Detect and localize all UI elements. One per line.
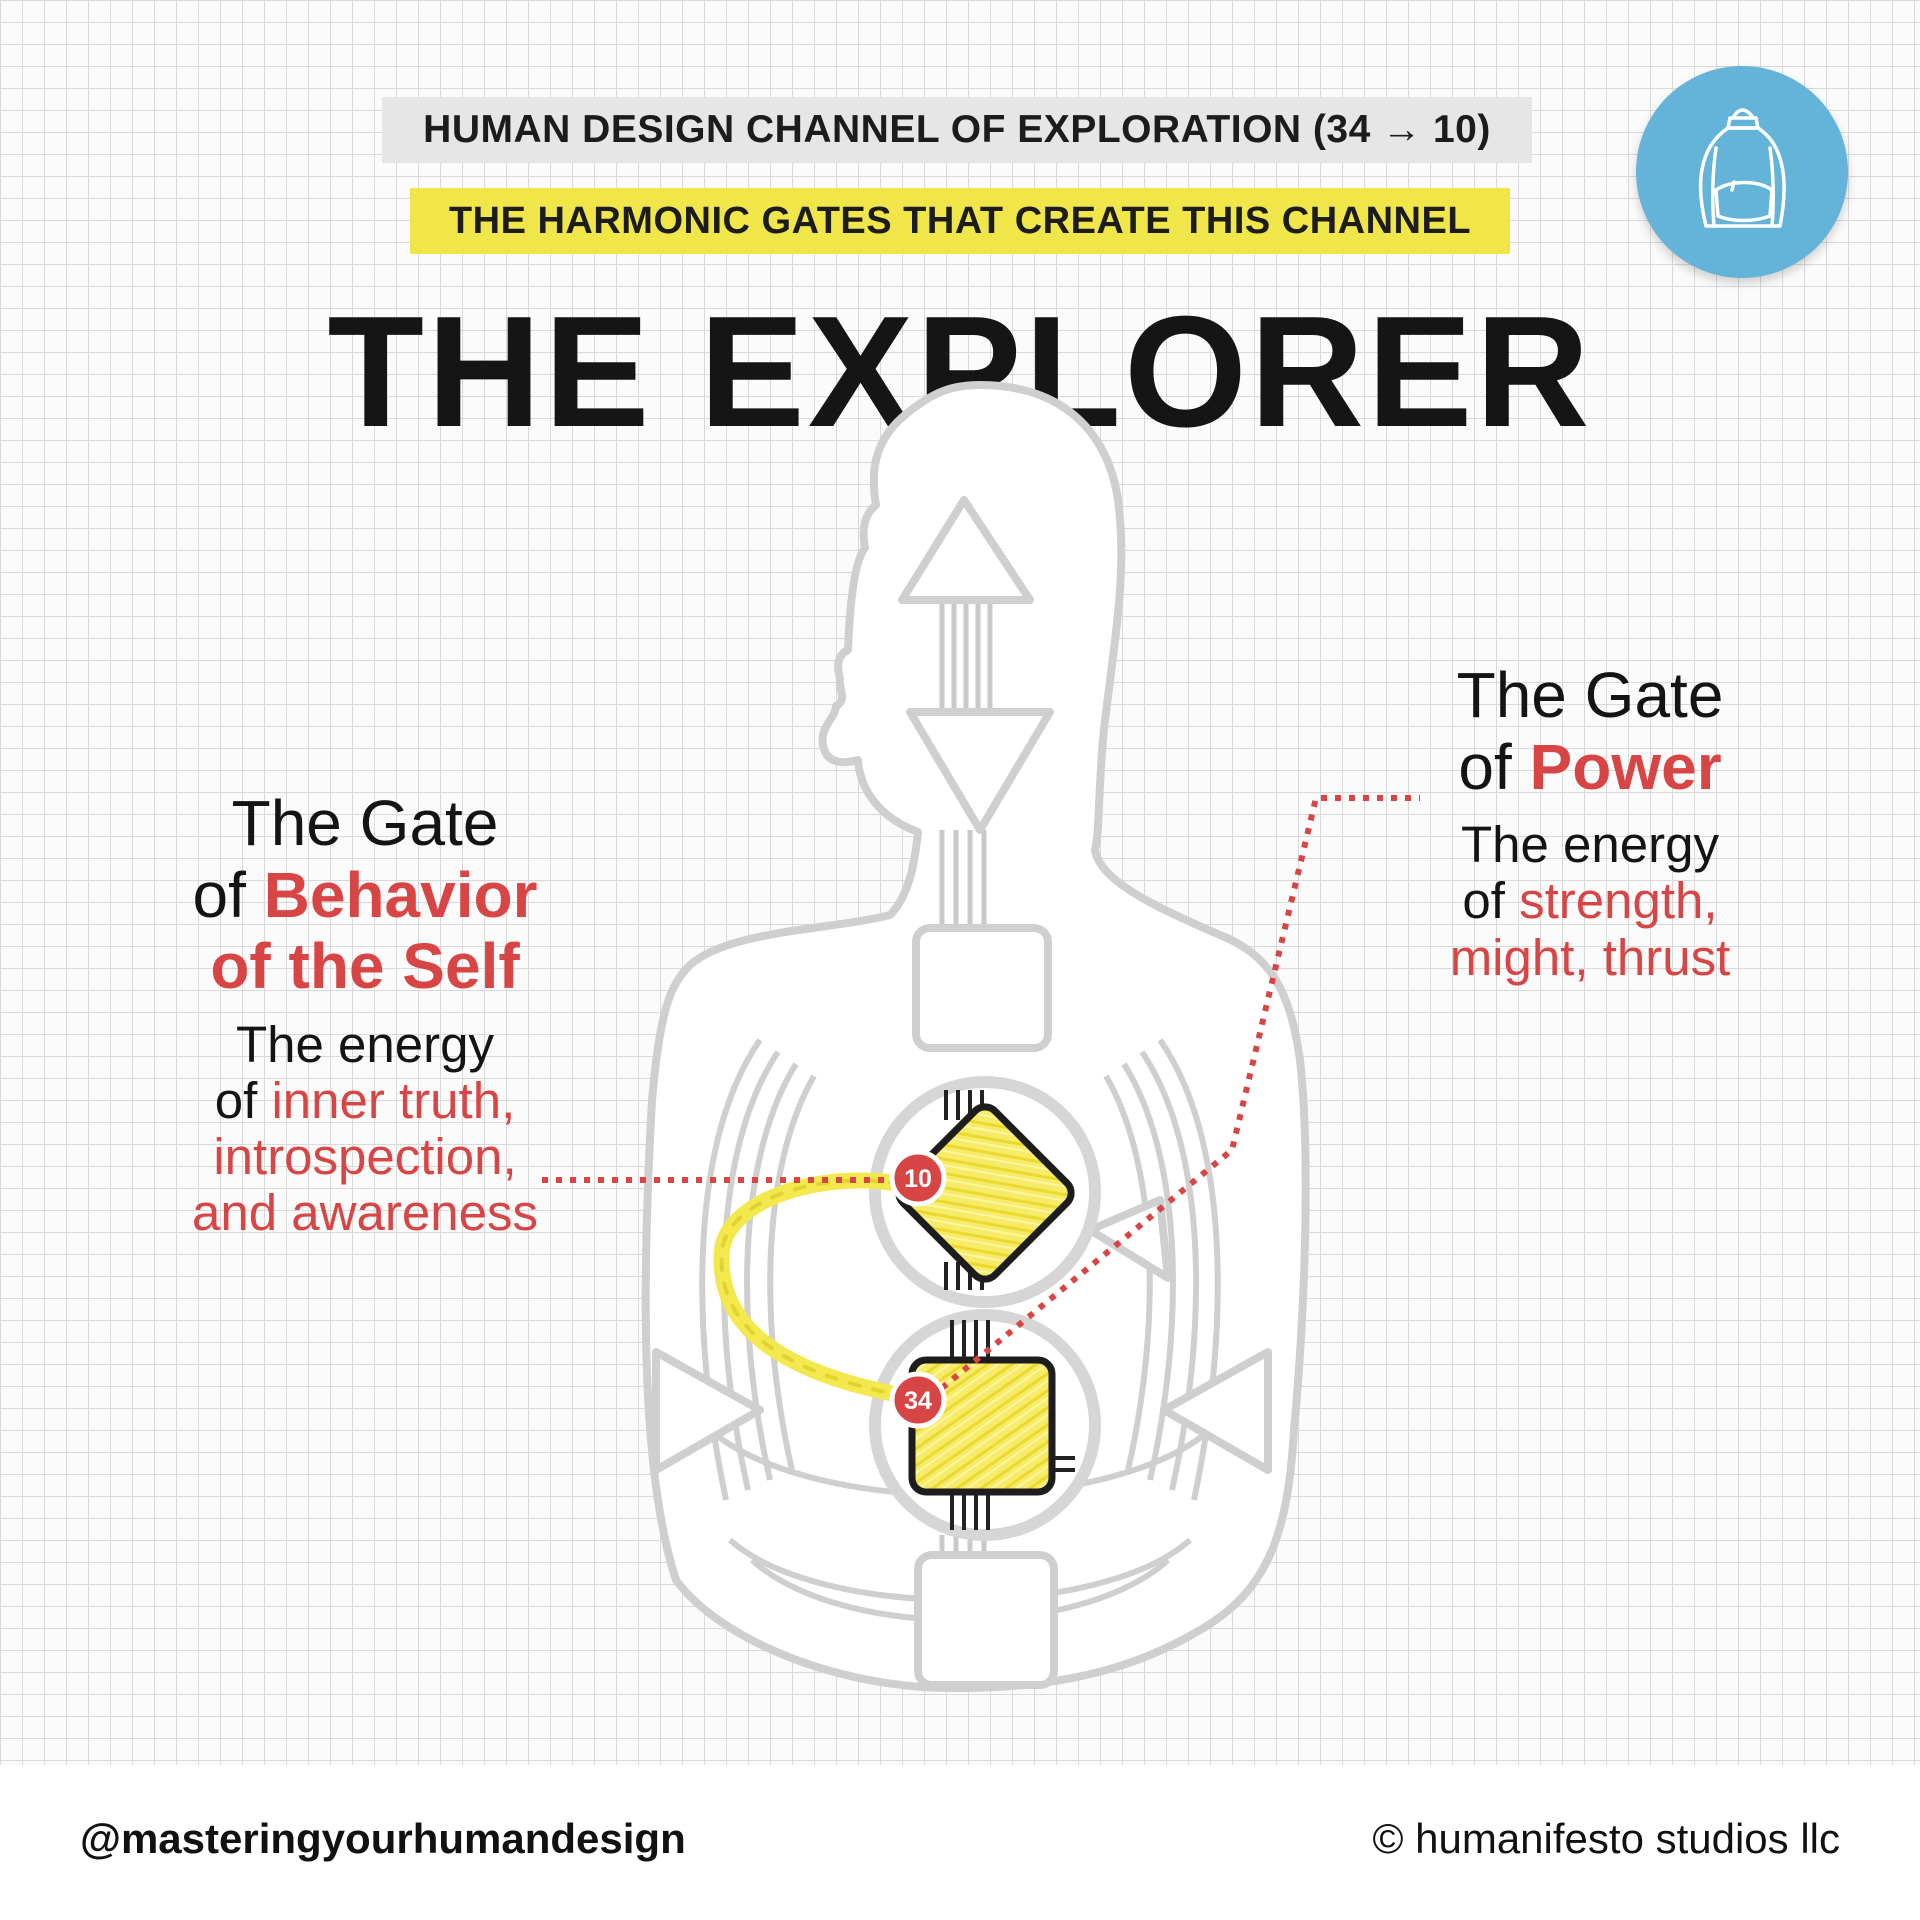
backpack-icon <box>1698 108 1786 228</box>
throat-center <box>912 924 1052 1052</box>
gate-34-name-line: of Power <box>1458 730 1722 803</box>
gate-34-number: 34 <box>904 1387 932 1415</box>
spleen-center <box>652 1348 764 1474</box>
harmonic-gates-banner: THE HARMONIC GATES THAT CREATE THIS CHAN… <box>410 188 1510 254</box>
gate-34-description: The Gate of Power The energy of strength… <box>1425 659 1755 986</box>
badge <box>1636 66 1848 278</box>
gate-34-name: Power <box>1529 730 1722 803</box>
g-center <box>895 1103 1075 1283</box>
gate-10-energy: The energy of inner truth, introspection… <box>192 1016 538 1242</box>
gate-10-name-line: of Behavior <box>192 858 538 931</box>
head-center <box>898 496 1034 604</box>
ajna-center <box>906 708 1054 834</box>
gate-34-badge: 34 <box>889 1371 947 1429</box>
gate-10-name: Behavior <box>263 858 538 931</box>
social-handle: @masteringyourhumandesign <box>80 1815 686 1862</box>
channel-banner-text: HUMAN DESIGN CHANNEL OF EXPLORATION (34 … <box>423 108 1491 151</box>
gate-10-heading: The Gate <box>231 787 499 859</box>
gate-34-energy: The energy of strength, might, thrust <box>1449 816 1731 986</box>
gate-10-name-cont: of the Self <box>210 930 520 1003</box>
bodygraph-diagram: 10 34 <box>542 381 1420 1693</box>
gate-34-heading: The Gate <box>1456 659 1724 731</box>
gate-10-description: The Gate of Behavior of the Self The ene… <box>150 787 580 1242</box>
solar-plexus-center <box>1160 1348 1272 1474</box>
root-center <box>914 1551 1058 1689</box>
channel-banner: HUMAN DESIGN CHANNEL OF EXPLORATION (34 … <box>382 97 1532 163</box>
gate-10-badge: 10 <box>889 1149 947 1207</box>
channel-34-10-texture <box>719 1178 902 1397</box>
harmonic-gates-banner-text: THE HARMONIC GATES THAT CREATE THIS CHAN… <box>448 199 1472 242</box>
leader-lines <box>542 795 1420 1391</box>
gate-10-number: 10 <box>904 1165 932 1193</box>
vertical-channels <box>939 600 993 1560</box>
copyright-text: © humanifesto studios llc <box>1372 1815 1841 1862</box>
